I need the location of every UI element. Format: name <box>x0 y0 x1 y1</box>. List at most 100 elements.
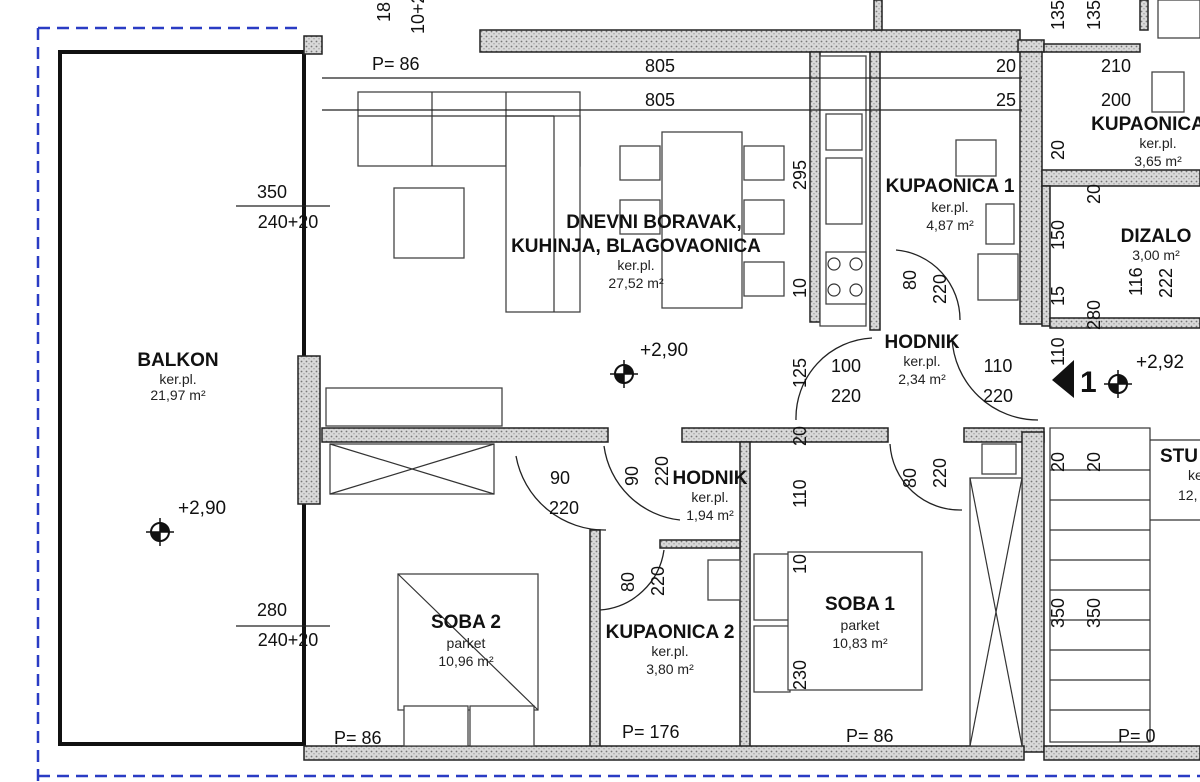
dimension-label: 240+20 <box>258 630 319 650</box>
wardrobe-soba1 <box>753 551 923 693</box>
room-dnevni: DNEVNI BORAVAK, KUHINJA, BLAGOVAONICA ke… <box>511 212 761 291</box>
room-area: 3,00 m² <box>1132 247 1180 263</box>
dimension-label: 10 <box>790 554 810 574</box>
dimension-label: 110 <box>984 356 1013 376</box>
dimension-label: 20 <box>1048 140 1068 160</box>
bed-soba2 <box>397 573 539 747</box>
parapet-label: P= 176 <box>622 722 680 742</box>
dimension-label: 20 <box>1084 452 1104 472</box>
dimension-label: 220 <box>652 456 672 486</box>
room-name: DNEVNI BORAVAK, <box>566 212 742 233</box>
room-surface: parket <box>841 617 880 633</box>
room-surface: ker.pl. <box>617 257 654 273</box>
dimension-label: 20 <box>1084 184 1104 204</box>
room-area: 4,87 m² <box>926 217 974 233</box>
room-surface: ker.pl. <box>903 353 940 369</box>
room-name: KUPAONICA 1 <box>886 176 1015 197</box>
room-name: KUHINJA, BLAGOVAONICA <box>511 236 761 257</box>
sofa <box>357 91 581 313</box>
dimension-lines <box>236 77 1022 627</box>
dimension-label: 25 <box>996 90 1016 110</box>
room-name: SOBA 2 <box>431 612 501 633</box>
dining-table <box>619 131 785 309</box>
room-soba1: SOBA 1 parket 10,83 m² <box>825 594 895 651</box>
dimension-label: 110 <box>790 479 810 508</box>
bathroom1-fixtures <box>955 139 1019 301</box>
level-label: +2,90 <box>178 498 226 519</box>
wardrobe-left <box>329 443 495 495</box>
parapet-label: P= 0 <box>1118 726 1156 746</box>
room-stubiste: STU ke 12, <box>1160 446 1200 503</box>
room-area: 10,83 m² <box>832 635 888 651</box>
doors <box>515 249 1039 611</box>
dimension-label: 20 <box>996 56 1016 76</box>
dimension-label: 150 <box>1048 220 1068 250</box>
dimension-label: 80 <box>900 270 920 290</box>
room-surface: parket <box>447 635 486 651</box>
walls <box>297 0 1200 761</box>
room-area: 10,96 m² <box>438 653 494 669</box>
room-name: STU <box>1160 446 1198 467</box>
dimension-label: 220 <box>983 386 1013 406</box>
room-area: 21,97 m² <box>150 387 206 403</box>
room-dizalo: DIZALO 3,00 m² <box>1121 226 1192 263</box>
room-surface: ker.pl. <box>1139 135 1176 151</box>
kitchen-counter <box>819 55 867 327</box>
room-name: BALKON <box>137 350 218 371</box>
level-marker-icon <box>610 360 638 388</box>
dimension-label: 90 <box>622 466 642 486</box>
dimension-label: 220 <box>930 458 950 488</box>
dimension-label: 100 <box>831 356 861 376</box>
room-name: HODNIK <box>885 332 960 353</box>
dimension-label: 350 <box>1048 598 1068 628</box>
dimension-label: 220 <box>648 566 668 596</box>
dimension-label: 805 <box>645 90 675 110</box>
level-marker-icon <box>1104 370 1132 398</box>
dimension-label: 80 <box>900 468 920 488</box>
room-name: KUPAONICA 2 <box>606 622 735 643</box>
room-surface: ker.pl. <box>691 489 728 505</box>
room-hodnik1: HODNIK ker.pl. 2,34 m² <box>885 332 960 387</box>
boundary-dashed <box>36 26 1200 782</box>
dimension-label: 15 <box>1048 286 1068 306</box>
balcony-slab <box>58 50 306 746</box>
level-label: +2,90 <box>640 340 688 361</box>
bathroom2-sink <box>707 559 741 601</box>
dimension-label: 280 <box>257 600 287 620</box>
dimension-label: 240+20 <box>258 212 319 232</box>
room-area: 2,34 m² <box>898 371 946 387</box>
room-kupaonica2: KUPAONICA 2 ker.pl. 3,80 m² <box>606 622 735 677</box>
dimension-label: 135 <box>1048 0 1068 30</box>
room-area: 12, <box>1178 487 1197 503</box>
room-area: 1,94 m² <box>686 507 734 523</box>
room-name: KUPAONICA <box>1091 114 1200 135</box>
room-surface: ke <box>1188 467 1200 483</box>
room-kupaonica-top: KUPAONICA ker.pl. 3,65 m² <box>1091 114 1200 169</box>
dimension-label: 280 <box>1084 300 1104 330</box>
dimension-label: 200 <box>1101 90 1131 110</box>
shaft-right <box>969 443 1023 747</box>
staircase <box>1049 427 1200 743</box>
parapet-label: P= 86 <box>372 54 420 74</box>
dimension-label: 350 <box>257 182 287 202</box>
dimension-label: 230 <box>790 660 810 690</box>
room-surface: ker.pl. <box>931 199 968 215</box>
dimension-label: 220 <box>549 498 579 518</box>
section-marker-label: 1 <box>1080 366 1097 399</box>
room-kupaonica1: KUPAONICA 1 ker.pl. 4,87 m² <box>886 176 1015 233</box>
dimension-label: 220 <box>930 274 950 304</box>
level-label: +2,92 <box>1136 352 1184 373</box>
dimension-label: 350 <box>1084 598 1104 628</box>
room-surface: ker.pl. <box>159 371 196 387</box>
dimension-label: 116 <box>1126 267 1146 296</box>
dimension-label: 295 <box>790 160 810 190</box>
room-soba2: SOBA 2 parket 10,96 m² <box>431 612 501 669</box>
dimension-label: 10 <box>790 278 810 298</box>
room-name: DIZALO <box>1121 226 1192 247</box>
bathroom-top-fixtures <box>1151 0 1200 113</box>
dimension-label: 90 <box>550 468 570 488</box>
parapet-label: P= 86 <box>334 728 382 748</box>
dimension-label: 210 <box>1101 56 1131 76</box>
dimension-label: 135 <box>1084 0 1104 30</box>
